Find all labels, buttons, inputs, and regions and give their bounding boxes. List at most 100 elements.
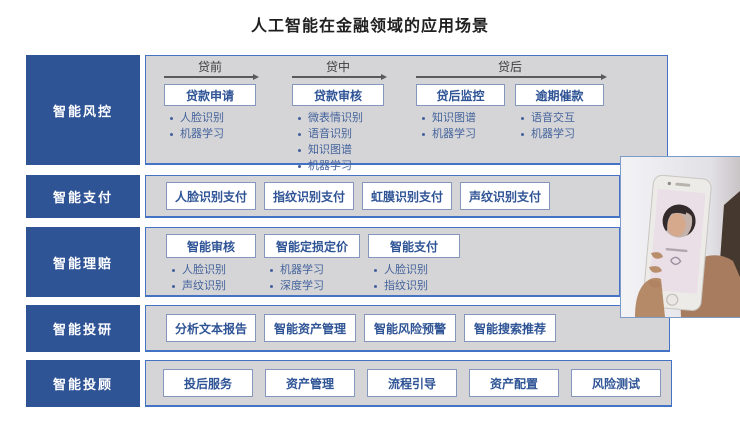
- stage-arrow-line: [292, 74, 387, 80]
- bullet-list: 微表情识别 语音识别 知识图谱 机器学习: [292, 110, 384, 174]
- bullet-text: 微表情识别: [308, 112, 363, 124]
- bullet-dot: [270, 285, 273, 288]
- sidebar-item-risk-control: 智能风控: [26, 55, 140, 165]
- bullet-text: 机器学习: [280, 264, 324, 276]
- process-box: 人脸识别支付: [166, 182, 256, 210]
- process-box: 贷后监控: [416, 84, 505, 106]
- bullet-text: 人脸识别: [384, 264, 428, 276]
- bullet-item: 人脸识别: [164, 110, 256, 126]
- process-box: 智能风险预警: [364, 314, 456, 342]
- process-box: 分析文本报告: [166, 314, 256, 342]
- research-boxes: 分析文本报告 智能资产管理 智能风险预警 智能搜索推荐: [146, 306, 669, 350]
- bullet-dot: [374, 269, 377, 272]
- face-recognition-photo: [620, 156, 740, 318]
- bullet-text: 指纹识别: [384, 280, 428, 292]
- bullet-item: 指纹识别: [368, 278, 460, 294]
- process-box: 资产管理: [265, 369, 355, 397]
- bullet-dot: [170, 133, 173, 136]
- bullet-text: 深度学习: [280, 280, 324, 292]
- process-box: 资产配置: [469, 369, 559, 397]
- post-loan-column: 逾期催款 语音交互 机器学习: [515, 84, 604, 142]
- bullet-text: 机器学习: [180, 128, 224, 140]
- bullet-text: 机器学习: [432, 128, 476, 140]
- stage-post-loan: 贷后 贷后监控 知识图谱 机器学习 逾期催款 语音交互 机器学习: [416, 60, 607, 142]
- process-box: 贷款审核: [292, 84, 384, 106]
- panel-payment: 人脸识别支付 指纹识别支付 虹膜识别支付 声纹识别支付: [145, 175, 620, 218]
- bullet-list: 语音交互 机器学习: [515, 110, 604, 142]
- advisory-boxes: 投后服务 资产管理 流程引导 资产配置 风险测试: [146, 361, 671, 405]
- bullet-text: 知识图谱: [432, 112, 476, 124]
- sidebar-item-claims: 智能理赔: [26, 227, 140, 297]
- claims-columns: 智能审核 人脸识别 声纹识别 智能定损定价 机器学习 深度学习 智能支付 人脸识…: [146, 228, 619, 294]
- panel-risk-control: 贷前 贷款申请 人脸识别 机器学习 贷中 贷款审核 微表情识别 语音识别 知识图…: [145, 55, 668, 172]
- panel-claims: 智能审核 人脸识别 声纹识别 智能定损定价 机器学习 深度学习 智能支付 人脸识…: [145, 227, 620, 297]
- bullet-item: 人脸识别: [166, 262, 256, 278]
- stage-label: 贷中: [325, 60, 350, 74]
- sidebar-item-research: 智能投研: [26, 305, 140, 352]
- home-button: [666, 293, 679, 306]
- bullet-list: 机器学习 深度学习: [264, 262, 360, 294]
- sidebar-item-payment: 智能支付: [26, 175, 140, 218]
- finger: [648, 280, 661, 288]
- bullet-list: 人脸识别 指纹识别: [368, 262, 460, 294]
- bullet-item: 语音识别: [292, 126, 384, 142]
- bullet-text: 人脸识别: [182, 264, 226, 276]
- bullet-item: 机器学习: [416, 126, 505, 142]
- bullet-item: 机器学习: [515, 126, 604, 142]
- bullet-text: 声纹识别: [182, 280, 226, 292]
- bullet-dot: [270, 269, 273, 272]
- process-box: 投后服务: [163, 369, 253, 397]
- bullet-dot: [172, 285, 175, 288]
- stage-arrow-line: [416, 74, 607, 80]
- bullet-dot: [170, 117, 173, 120]
- bullet-dot: [298, 149, 301, 152]
- bullet-dot: [422, 117, 425, 120]
- process-box: 流程引导: [367, 369, 457, 397]
- bullet-text: 人脸识别: [180, 112, 224, 124]
- sidebar-item-advisory: 智能投顾: [26, 360, 140, 407]
- bullet-dot: [521, 117, 524, 120]
- stage-label: 贷前: [197, 60, 222, 74]
- process-box: 智能审核: [166, 234, 256, 258]
- process-box: 风险测试: [571, 369, 661, 397]
- finger: [649, 266, 662, 273]
- bullet-text: 知识图谱: [308, 144, 352, 156]
- photo-illustration: [621, 157, 740, 317]
- stage-in-loan: 贷中 贷款审核 微表情识别 语音识别 知识图谱 机器学习: [292, 60, 387, 174]
- stage-label: 贷后: [497, 60, 522, 74]
- page-title: 人工智能在金融领域的应用场景: [250, 18, 489, 35]
- phone: [642, 174, 712, 311]
- process-box: 智能支付: [368, 234, 460, 258]
- panel-advisory: 投后服务 资产管理 流程引导 资产配置 风险测试: [145, 360, 672, 407]
- bullet-dot: [374, 285, 377, 288]
- bullet-item: 机器学习: [164, 126, 256, 142]
- bullet-item: 声纹识别: [166, 278, 256, 294]
- claims-column: 智能定损定价 机器学习 深度学习: [264, 234, 360, 294]
- bullet-dot: [521, 133, 524, 136]
- bullet-dot: [298, 133, 301, 136]
- bullet-text: 机器学习: [308, 160, 352, 172]
- process-box: 指纹识别支付: [264, 182, 354, 210]
- payment-boxes: 人脸识别支付 指纹识别支付 虹膜识别支付 声纹识别支付: [146, 176, 619, 216]
- face-photo-circle: [661, 203, 697, 239]
- claims-column: 智能审核 人脸识别 声纹识别: [166, 234, 256, 294]
- post-loan-columns: 贷后监控 知识图谱 机器学习 逾期催款 语音交互 机器学习: [416, 84, 604, 142]
- process-box: 智能搜索推荐: [464, 314, 556, 342]
- bullet-item: 知识图谱: [292, 142, 384, 158]
- bullet-text: 语音识别: [308, 128, 352, 140]
- bullet-list: 知识图谱 机器学习: [416, 110, 505, 142]
- bullet-item: 机器学习: [264, 262, 360, 278]
- claims-column: 智能支付 人脸识别 指纹识别: [368, 234, 460, 294]
- bullet-text: 语音交互: [531, 112, 575, 124]
- process-box: 智能定损定价: [264, 234, 360, 258]
- bullet-text: 机器学习: [531, 128, 575, 140]
- bullet-item: 人脸识别: [368, 262, 460, 278]
- bullet-item: 机器学习: [292, 158, 384, 174]
- process-box: 声纹识别支付: [460, 182, 550, 210]
- thumb: [635, 277, 665, 317]
- post-loan-column: 贷后监控 知识图谱 机器学习: [416, 84, 505, 142]
- bullet-dot: [422, 133, 425, 136]
- bullet-list: 人脸识别 声纹识别: [166, 262, 256, 294]
- stage-arrow-line: [164, 74, 259, 80]
